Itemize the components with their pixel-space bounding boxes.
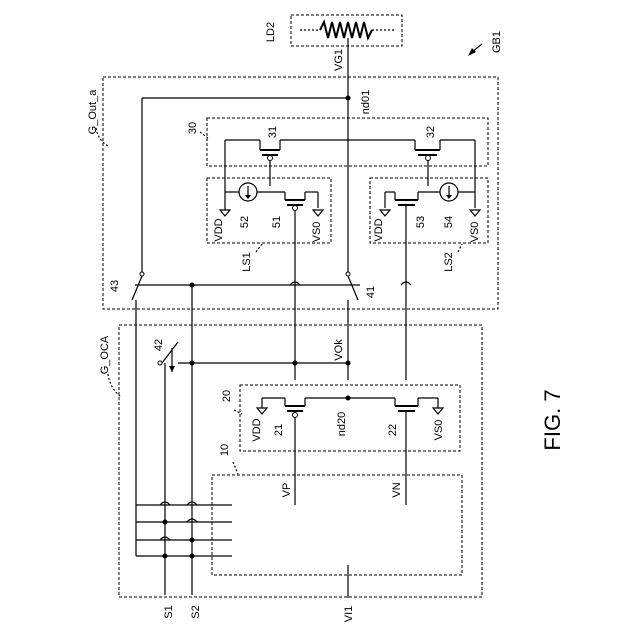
- source-54-label: 54: [443, 216, 455, 228]
- switch-42-label: 42: [153, 339, 165, 351]
- transistor-22-label: 22: [387, 424, 399, 436]
- source-52-label: 52: [239, 216, 251, 228]
- block-20-box: [240, 385, 460, 451]
- vs0-ls2-label: VS0: [469, 222, 481, 243]
- transistor-21-label: 21: [273, 424, 285, 436]
- switch-41: [348, 276, 358, 300]
- figure-caption: FIG. 7: [540, 389, 565, 450]
- block-30-label: 30: [187, 122, 199, 134]
- transistor-51-label: 51: [271, 216, 283, 228]
- switch-41-label: 41: [365, 286, 377, 298]
- vdd-ls1-label: VDD: [213, 218, 225, 241]
- input-s1-label: S1: [163, 605, 175, 618]
- output-circuit-label: G_Out_a: [87, 89, 99, 135]
- node-vg1-label: VG1: [333, 49, 345, 71]
- amp-circuit-label: G_OCA: [99, 335, 111, 374]
- node-nd20-label: nd20: [336, 412, 348, 436]
- ref-gb1-label: GB1: [491, 31, 503, 53]
- input-vi1-label: VI1: [343, 606, 355, 623]
- output-circuit-box: [103, 77, 498, 309]
- level-shifter-2-label: LS2: [443, 252, 455, 272]
- load-label: LD2: [265, 22, 277, 42]
- transistor-31-label: 31: [267, 126, 279, 138]
- switch-43-label: 43: [109, 280, 121, 292]
- vdd-block20-label: VDD: [251, 418, 263, 441]
- node-vn-label: VN: [391, 482, 403, 497]
- block-20-label: 20: [221, 390, 233, 402]
- load-resistor: [320, 22, 372, 38]
- transistor-32-label: 32: [425, 126, 437, 138]
- level-shifter-1-label: LS1: [241, 252, 253, 272]
- block-10-label: 10: [219, 444, 231, 456]
- vs0-block20-label: VS0: [433, 420, 445, 441]
- switch-43: [132, 276, 142, 300]
- vdd-ls2-label: VDD: [373, 218, 385, 241]
- node-vp-label: VP: [281, 483, 293, 498]
- transistor-53-label: 53: [415, 216, 427, 228]
- node-nd01-label: nd01: [360, 90, 372, 114]
- input-s2-label: S2: [190, 605, 202, 618]
- node-vok-label: VOk: [333, 339, 345, 361]
- block-10-box: [212, 475, 462, 575]
- vs0-ls1-label: VS0: [311, 222, 323, 243]
